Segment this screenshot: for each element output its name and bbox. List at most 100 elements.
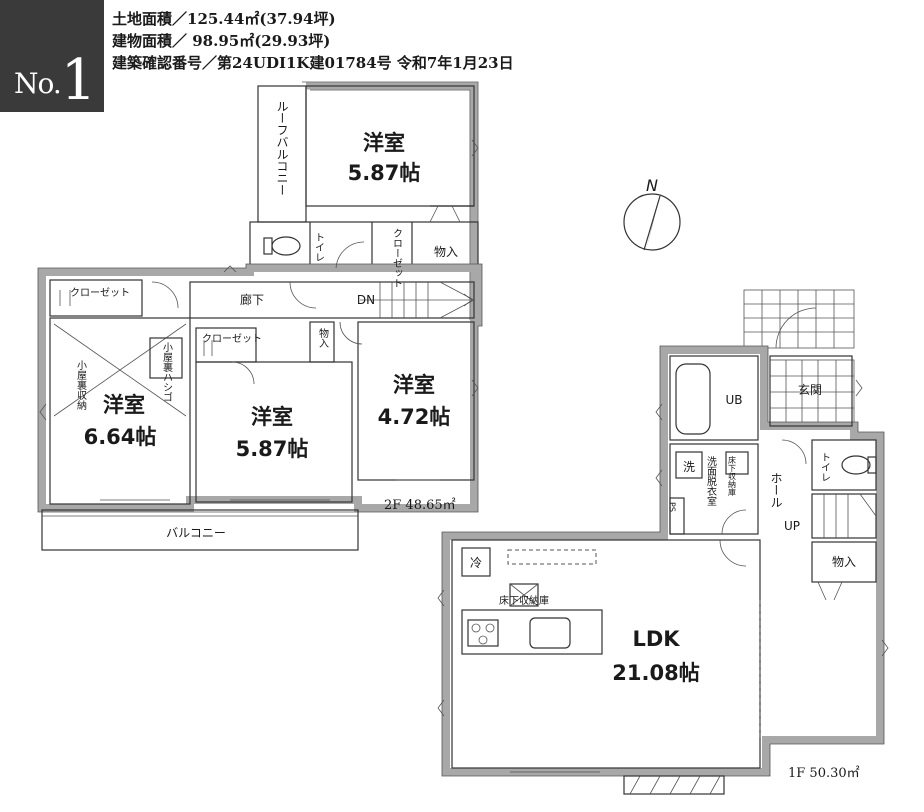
bath-label: UB	[725, 393, 742, 407]
ldk-room	[451, 539, 761, 769]
floor2-area: 2F 48.65㎡	[384, 498, 456, 513]
building-area: 建物面積／ 98.95㎡(29.93坪)	[112, 32, 331, 50]
stove-burner-3	[478, 635, 488, 645]
door-swing-storage	[429, 205, 461, 223]
land-area: 土地面積／125.44㎡(37.94坪)	[112, 10, 336, 28]
balcony	[41, 509, 359, 551]
door-swing-hallway	[335, 241, 365, 269]
stairs-1f	[811, 493, 877, 539]
room-d-size: 4.72帖	[378, 405, 451, 429]
fridge-spot	[461, 547, 491, 577]
first-floor-outer-outline	[441, 345, 885, 777]
room-a-size: 5.87帖	[348, 161, 421, 185]
entrance-window	[855, 379, 863, 397]
plan-number: No.1	[14, 48, 97, 113]
underfloor-storage-small	[725, 451, 749, 475]
underfloor-label: 床下収納庫	[499, 594, 549, 607]
entrance-label: 玄関	[798, 382, 822, 397]
deck-hatch-3	[669, 775, 681, 795]
ldk-window-left	[437, 589, 445, 607]
deck-hatch-4	[689, 775, 701, 795]
room-d	[357, 321, 475, 481]
permit-number: 建築確認番号／第24UDI1K建01784号 令和7年1月23日	[112, 54, 514, 72]
door-swing-room-d	[339, 321, 363, 345]
roof-balcony-text: ルーフバルコニー	[275, 100, 289, 196]
underfloor-storage	[509, 583, 539, 607]
entrance-room	[769, 355, 853, 427]
bath-window	[655, 403, 663, 421]
door-swing-room-a	[289, 281, 317, 309]
hall-label: ホール	[769, 472, 783, 508]
ps-label: PS	[668, 502, 677, 512]
window-hallway	[223, 265, 237, 273]
storage-mid	[309, 321, 335, 363]
window-room-d-side	[471, 379, 479, 397]
storage-1f-label: 物入	[832, 555, 856, 569]
room-b-name: 洋室	[103, 393, 145, 417]
first-floor-outer-wall	[442, 346, 884, 776]
underfloor-diagonal-2	[509, 583, 539, 607]
stove-burner-1	[471, 623, 481, 633]
deck-hatch-5	[709, 775, 721, 795]
second-floor-outer-outline	[37, 263, 483, 513]
bathroom	[669, 355, 759, 441]
dressing-window	[655, 469, 663, 487]
balcony-label: バルコニー	[166, 526, 226, 540]
storage-1f-door	[817, 581, 843, 601]
attic-storage-label: 小屋裏収納	[75, 360, 87, 411]
attic-ladder	[149, 337, 183, 379]
room-b	[49, 317, 191, 505]
ldk-window-left-2	[437, 699, 445, 717]
ldk-window-deck	[623, 775, 725, 795]
attic-ladder-label: 小屋裏ハシゴ	[161, 342, 173, 402]
room-a-name: 洋室	[363, 131, 405, 155]
second-floor: 洋室 5.87帖 洋室 6.64帖 洋室 5.87帖 洋室 4.72帖 ルーフバ…	[37, 81, 483, 551]
room-a	[305, 85, 475, 207]
up-label: UP	[784, 519, 800, 533]
deck-hatch-1	[629, 775, 641, 795]
compass: N	[623, 176, 681, 251]
fridge-label: 冷	[470, 556, 482, 570]
pipe-shaft	[669, 497, 685, 535]
dressing-door-swing	[721, 509, 747, 535]
room-c	[195, 361, 353, 503]
washer-spot	[675, 451, 703, 479]
toilet-tank-2f	[263, 237, 273, 255]
door-swing-closet-left	[151, 281, 179, 309]
toilet-1f-label: トイレ	[819, 452, 831, 482]
window-room-a	[471, 139, 479, 157]
door-swing-room-c	[231, 361, 255, 385]
dressing-room	[669, 443, 759, 535]
toilet-2f-label: トイレ	[313, 232, 325, 262]
toilet-tank-1f	[867, 456, 877, 474]
bathtub	[675, 363, 711, 435]
hallway-label: 廊下	[240, 292, 264, 307]
stairs-2f	[360, 281, 475, 319]
storage-mid-label: 物入	[317, 327, 329, 348]
underfloor-small-label: 床下収納庫	[728, 455, 737, 497]
down-label: DN	[357, 293, 375, 307]
room-d-name: 洋室	[393, 373, 435, 397]
floor1-area: 1F 50.30㎡	[788, 766, 860, 781]
storage-1f	[811, 541, 877, 583]
washer-label: 洗	[683, 460, 695, 474]
room-c-size: 5.87帖	[236, 437, 309, 461]
upper-cabinet	[507, 549, 597, 565]
room-b-size: 6.64帖	[84, 425, 157, 449]
kitchen-sink	[529, 617, 571, 649]
toilet-1f-door-swing	[781, 439, 807, 465]
plan-number-value: 1	[60, 48, 97, 113]
dressing-label: 洗面脱衣室	[705, 456, 717, 506]
ldk-name: LDK	[632, 627, 680, 651]
plan-number-prefix: No.	[14, 67, 62, 100]
toilet-fixture-1f	[841, 455, 871, 475]
second-floor-outer-wall	[38, 264, 482, 512]
compass-north: N	[646, 176, 658, 195]
storage-2f-label: 物入	[434, 245, 458, 259]
kitchen-counter	[461, 609, 603, 655]
stove	[467, 619, 499, 647]
plan-number-badge: No.1	[0, 0, 104, 113]
first-floor: UB 玄関 トイレ ホール UP 洗 洗面脱衣室 床下収納庫 PS 物入 冷 床…	[437, 289, 889, 795]
stove-burner-2	[485, 623, 495, 633]
room-c-name: 洋室	[251, 405, 293, 429]
